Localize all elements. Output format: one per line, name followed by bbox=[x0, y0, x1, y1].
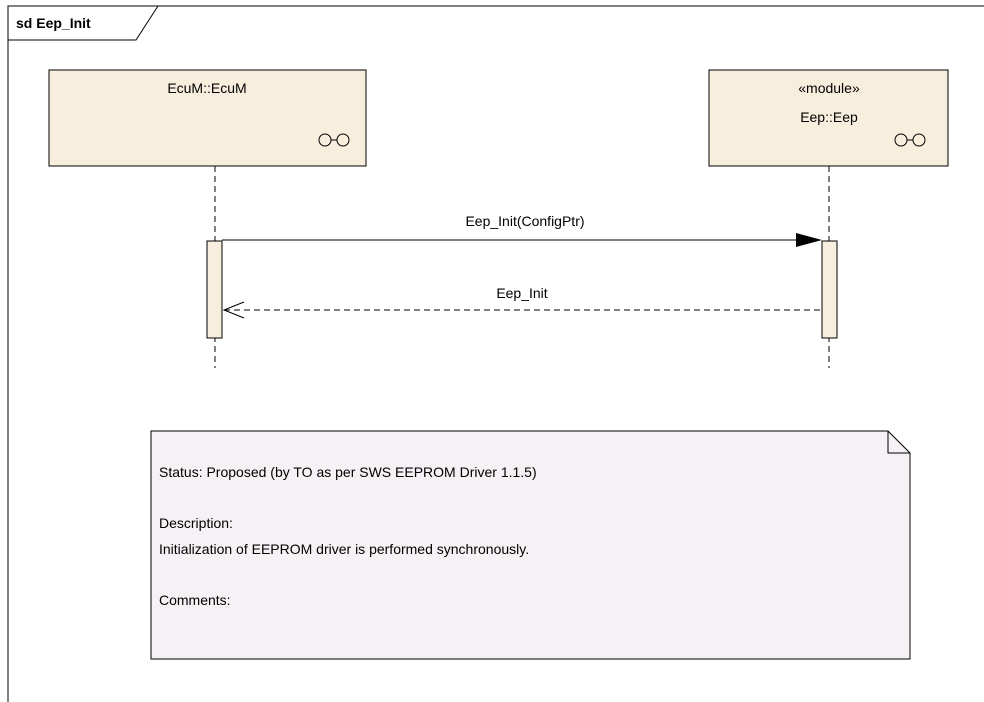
open-arrowhead-icon bbox=[222, 301, 245, 319]
lifeline-eep-stereotype: «module» bbox=[798, 80, 860, 96]
note-comments: Comments: bbox=[159, 592, 231, 608]
reply-message-label: Eep_Init bbox=[496, 285, 547, 301]
note-description-heading: Description: bbox=[159, 515, 233, 531]
note-description: Initialization of EEPROM driver is perfo… bbox=[159, 541, 529, 557]
filled-arrowhead-icon bbox=[796, 233, 822, 247]
frame-title-tab bbox=[8, 5, 159, 41]
frame-border bbox=[7, 5, 984, 702]
note[interactable]: Status: Proposed (by TO as per SWS EEPRO… bbox=[150, 430, 911, 660]
lifeline-eep-head[interactable] bbox=[708, 69, 949, 167]
call-message-label: Eep_Init(ConfigPtr) bbox=[465, 213, 584, 229]
component-icon bbox=[318, 133, 350, 147]
activation-bar-ecum bbox=[206, 240, 223, 339]
component-icon bbox=[894, 133, 926, 147]
lifeline-ecum-name: EcuM::EcuM bbox=[167, 80, 246, 96]
lifeline-eep[interactable]: «module» Eep::Eep bbox=[708, 69, 949, 368]
message-eep-init-reply[interactable]: Eep_Init bbox=[222, 285, 822, 319]
lifeline-ecum[interactable]: EcuM::EcuM bbox=[48, 69, 367, 368]
note-fold-icon bbox=[887, 431, 910, 454]
message-eep-init-call[interactable]: Eep_Init(ConfigPtr) bbox=[222, 213, 822, 247]
activation-bar-eep bbox=[821, 240, 838, 339]
diagram-frame: sd Eep_Init bbox=[7, 5, 984, 702]
lifeline-ecum-head[interactable] bbox=[48, 69, 367, 167]
frame-title: sd Eep_Init bbox=[16, 15, 91, 31]
note-body[interactable] bbox=[150, 430, 911, 660]
lifeline-eep-name: Eep::Eep bbox=[800, 109, 858, 125]
note-status: Status: Proposed (by TO as per SWS EEPRO… bbox=[159, 464, 537, 480]
